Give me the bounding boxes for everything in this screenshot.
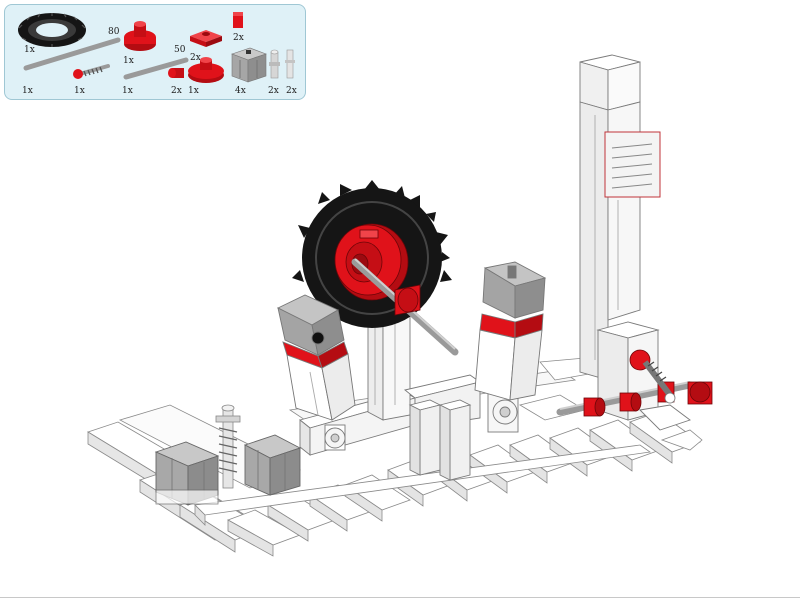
bottom-rule bbox=[0, 597, 800, 598]
red-gear-hub bbox=[334, 223, 409, 301]
left-arm bbox=[276, 294, 356, 421]
parts-list-icons: 1x 80 1x 1x 50 1x 2x 2x bbox=[18, 12, 297, 96]
axle-50-qty: 1x bbox=[122, 86, 133, 96]
axle-50-length: 50 bbox=[174, 45, 186, 55]
grey-block-left bbox=[154, 441, 220, 506]
red-brick-qty: 2x bbox=[233, 33, 244, 43]
spring-qty: 1x bbox=[74, 86, 85, 96]
axle-80-length: 80 bbox=[108, 27, 120, 37]
red-brick-part bbox=[233, 12, 243, 28]
spring-axle-part bbox=[73, 64, 110, 79]
right-mechanism bbox=[556, 349, 713, 417]
spring-shock bbox=[215, 404, 241, 489]
pin-qty: 2x bbox=[286, 86, 297, 96]
right-arm bbox=[474, 261, 547, 401]
center-frame bbox=[299, 274, 519, 481]
grey-block-qty: 4x bbox=[235, 86, 246, 96]
red-hub-part bbox=[188, 57, 224, 83]
red-bush-part bbox=[168, 68, 184, 78]
tower bbox=[579, 54, 691, 431]
bush-qty: 2x bbox=[171, 86, 182, 96]
red-gear-hub-part bbox=[124, 21, 156, 51]
gear-hub-qty: 1x bbox=[123, 56, 134, 66]
tire-part bbox=[18, 13, 86, 47]
axle-50-part bbox=[123, 57, 189, 80]
grey-block-right bbox=[243, 434, 302, 496]
pin-part bbox=[285, 49, 295, 79]
red-collar bbox=[394, 284, 421, 316]
red-hub-qty: 1x bbox=[188, 86, 199, 96]
red-plate-part bbox=[190, 30, 222, 47]
red-plate-qty: 2x bbox=[190, 53, 201, 63]
tire-qty: 1x bbox=[24, 45, 35, 55]
peg-qty: 2x bbox=[268, 86, 279, 96]
peg-part bbox=[269, 49, 280, 79]
axle-80-qty: 1x bbox=[22, 86, 33, 96]
grey-block-part bbox=[231, 47, 267, 83]
axle-80-part bbox=[23, 37, 121, 71]
